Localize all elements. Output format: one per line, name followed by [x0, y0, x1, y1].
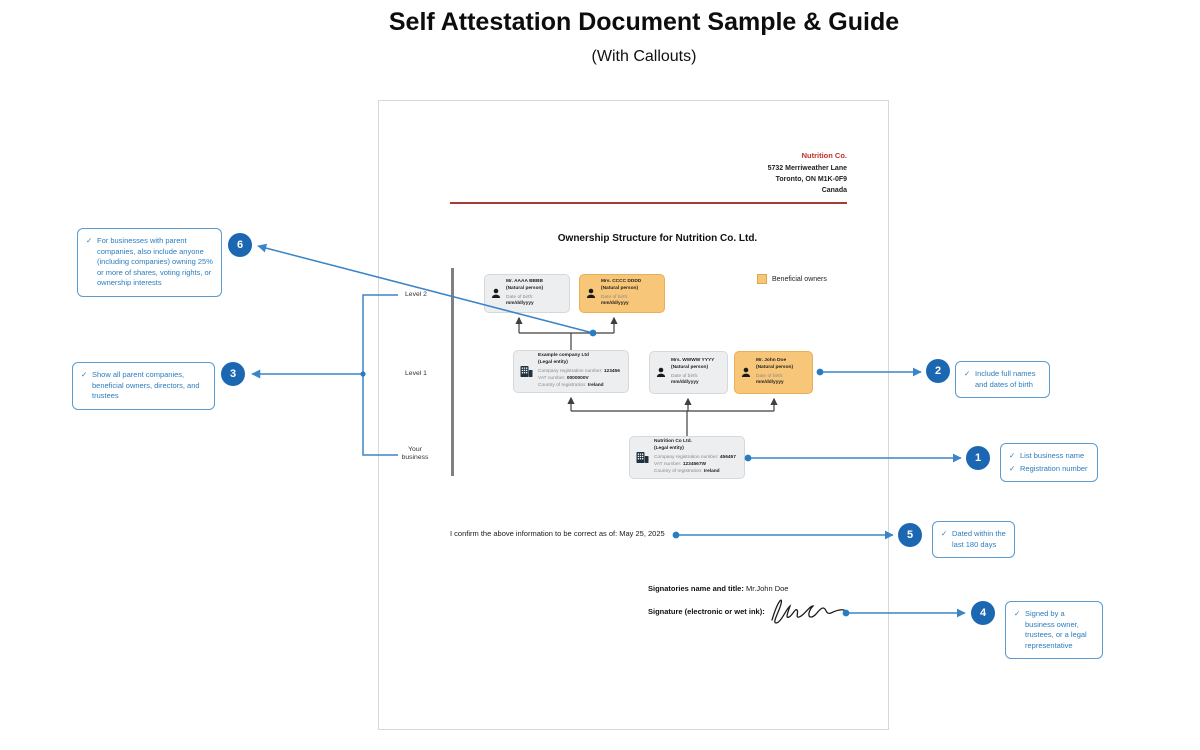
- check-icon: ✓: [941, 529, 948, 538]
- person-icon: [586, 288, 596, 298]
- signature-line: Signature (electronic or wet ink):: [648, 607, 765, 616]
- country-value: Ireland: [703, 468, 720, 474]
- dob-value: mm/dd/yyyy: [601, 301, 629, 307]
- vat-number-value: 0000000V: [566, 375, 589, 381]
- level-1-label: Level 1: [405, 370, 427, 377]
- callout-text: For businesses with parent companies, al…: [97, 236, 213, 287]
- check-icon: ✓: [86, 236, 93, 245]
- legend-orange-swatch: [757, 274, 767, 284]
- card-entity-type: (Legal entity): [538, 360, 568, 366]
- callout-box-2: ✓ Include full names and dates of birth: [955, 361, 1050, 398]
- letterhead: Nutrition Co. 5732 Merriweather Lane Tor…: [600, 151, 847, 197]
- check-icon: ✓: [1009, 463, 1016, 473]
- callout-circle-6: 6: [228, 233, 252, 257]
- vat-number-label: VAT number:: [654, 461, 682, 467]
- callout-circle-1: 1: [966, 446, 990, 470]
- signature-label: Signature (electronic or wet ink):: [648, 607, 765, 616]
- callout-text: Signed by a business owner, trustees, or…: [1025, 609, 1087, 650]
- letterhead-address-line: 5732 Merriweather Lane: [767, 165, 847, 172]
- dob-label: Date of birth:: [671, 373, 699, 379]
- level-2-label: Level 2: [405, 291, 427, 298]
- check-icon: ✓: [1014, 609, 1021, 618]
- callout-text: List business name: [1020, 451, 1085, 460]
- dob-label: Date of birth:: [601, 294, 629, 300]
- callout-box-1: ✓ List business name ✓ Registration number: [1000, 443, 1098, 482]
- callout-circle-3: 3: [221, 362, 245, 386]
- callout-text: Include full names and dates of birth: [975, 369, 1036, 389]
- vat-number-value: 1234567W: [682, 461, 707, 467]
- card-entity-type: (Natural person): [756, 364, 794, 370]
- card-name: Nutrition Co Ltd.: [654, 439, 692, 445]
- callout-box-3: ✓ Show all parent companies, beneficial o…: [72, 362, 215, 410]
- callout-text: Dated within the last 180 days: [952, 529, 1006, 549]
- card-name: Example company Ltd: [538, 353, 589, 359]
- callout-box-4: ✓ Signed by a business owner, trustees, o…: [1005, 601, 1103, 659]
- card-person-aaaa: Mr. AAAA BBBB (Natural person) Date of b…: [484, 274, 570, 313]
- check-icon: ✓: [81, 370, 88, 379]
- card-entity-type: (Natural person): [506, 285, 544, 291]
- card-person-john-doe: Mr. John Doe (Natural person) Date of bi…: [734, 351, 813, 394]
- country-value: Ireland: [587, 382, 604, 388]
- reg-number-value: 123456: [603, 369, 620, 375]
- country-label: Country of registration:: [538, 382, 587, 388]
- callout-circle-5: 5: [898, 523, 922, 547]
- card-name: Mrs. CCCC DDDD: [601, 278, 642, 284]
- dob-label: Date of birth:: [756, 373, 784, 379]
- letterhead-company: Nutrition Co.: [801, 151, 847, 160]
- card-example-company: Example company Ltd (Legal entity) Compa…: [513, 350, 629, 393]
- card-name: Mr. John Doe: [756, 357, 787, 363]
- card-name: Mr. AAAA BBBB: [506, 278, 543, 284]
- signature-scribble: [771, 599, 845, 624]
- card-entity-type: (Natural person): [601, 285, 639, 291]
- signatories-value: Mr.John Doe: [745, 584, 789, 593]
- dob-value: mm/dd/yyyy: [671, 380, 699, 386]
- check-icon: ✓: [964, 369, 971, 378]
- card-nutrition-co: Nutrition Co Ltd. (Legal entity) Company…: [629, 436, 745, 479]
- letterhead-rule: [450, 202, 847, 204]
- letterhead-address-line: Canada: [821, 187, 847, 195]
- level-divider-bar: [451, 268, 454, 476]
- card-entity-type: (Legal entity): [654, 446, 684, 452]
- callout-circle-4: 4: [971, 601, 995, 625]
- callout-text: Show all parent companies, beneficial ow…: [92, 370, 200, 400]
- callout-box-6: ✓ For businesses with parent companies, a…: [77, 228, 222, 297]
- card-name: Mrs. WWWW YYYY: [671, 357, 715, 363]
- ownership-structure-heading: Ownership Structure for Nutrition Co. Lt…: [557, 233, 758, 244]
- country-label: Country of registration:: [654, 468, 703, 474]
- dob-value: mm/dd/yyyy: [756, 380, 784, 386]
- signatories-line: Signatories name and title: Mr.John Doe: [648, 584, 788, 593]
- card-entity-type: (Natural person): [671, 364, 709, 370]
- page-title: Self Attestation Document Sample & Guide: [388, 8, 900, 36]
- reg-number-label: Company registration number:: [654, 455, 719, 461]
- person-icon: [741, 367, 751, 377]
- confirmation-statement: I confirm the above information to be co…: [450, 529, 665, 538]
- callout-box-5: ✓ Dated within the last 180 days: [932, 521, 1015, 558]
- building-icon: [520, 366, 533, 377]
- card-person-cccc: Mrs. CCCC DDDD (Natural person) Date of …: [579, 274, 665, 313]
- vat-number-label: VAT number:: [538, 375, 566, 381]
- reg-number-label: Company registration number:: [538, 369, 603, 375]
- reg-number-value: 456457: [719, 455, 736, 461]
- sample-document: [378, 100, 889, 730]
- dob-value: mm/dd/yyyy: [506, 301, 534, 307]
- page-subtitle: (With Callouts): [591, 48, 697, 65]
- check-icon: ✓: [1009, 451, 1016, 460]
- building-icon: [636, 452, 649, 463]
- person-icon: [656, 367, 666, 377]
- your-business-label: Your business: [401, 446, 429, 462]
- legend-label: Beneficial owners: [772, 275, 827, 283]
- letterhead-address-line: Toronto, ON M1K-0F9: [775, 176, 847, 184]
- person-icon: [491, 288, 501, 298]
- legend-beneficial-owners: Beneficial owners: [757, 274, 827, 284]
- callout-text: Registration number: [1020, 463, 1088, 473]
- signatories-label: Signatories name and title:: [648, 584, 744, 593]
- card-person-wwww: Mrs. WWWW YYYY (Natural person) Date of …: [649, 351, 728, 394]
- callout-circle-2: 2: [926, 359, 950, 383]
